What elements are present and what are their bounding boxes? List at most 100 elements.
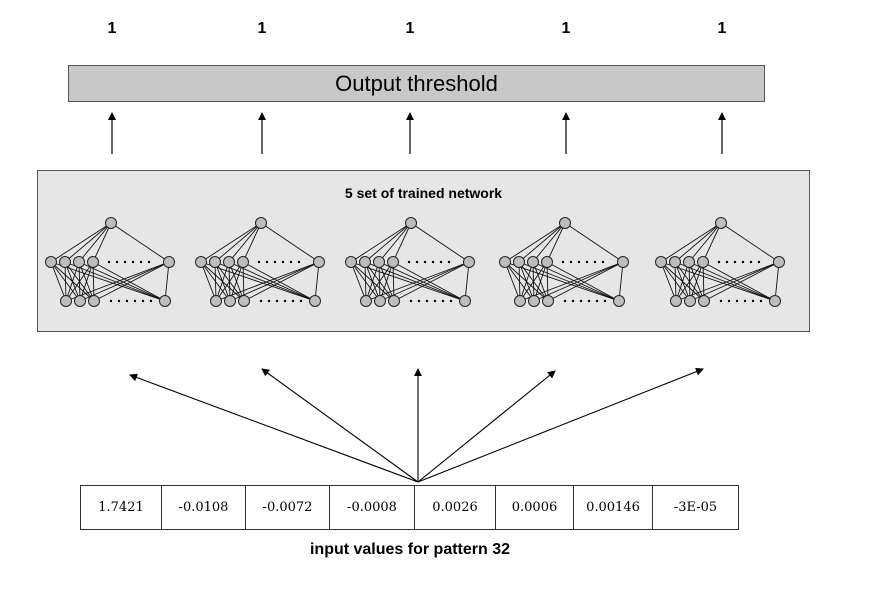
input-node xyxy=(74,295,86,307)
output-node xyxy=(715,217,727,229)
ellipsis-dot xyxy=(281,260,285,264)
connection-line xyxy=(774,261,780,302)
input-arrow xyxy=(129,373,419,483)
input-node xyxy=(210,295,222,307)
ellipsis-dot xyxy=(125,299,129,303)
input-caption: input values for pattern 32 xyxy=(309,541,511,558)
connection-line xyxy=(364,261,367,302)
ellipsis-dot xyxy=(131,260,135,264)
connection-line xyxy=(242,222,262,263)
ellipsis-dot xyxy=(743,299,747,303)
input-value-cell: -0.0008 xyxy=(329,485,415,530)
connection-line xyxy=(660,261,677,302)
connection-line xyxy=(214,222,262,263)
connection-line xyxy=(532,222,566,263)
output-label: 1 xyxy=(561,20,571,37)
input-node xyxy=(698,295,710,307)
ellipsis-dot xyxy=(579,299,583,303)
input-value-cell: -0.0072 xyxy=(245,485,330,530)
output-label: 1 xyxy=(107,20,117,37)
ellipsis-dot xyxy=(757,260,761,264)
ellipsis-dot xyxy=(257,260,261,264)
input-node xyxy=(670,295,682,307)
ellipsis-dot xyxy=(719,299,723,303)
ellipsis-dot xyxy=(299,299,303,303)
ellipsis-dot xyxy=(139,260,143,264)
connection-line xyxy=(674,261,677,302)
connection-line xyxy=(79,261,170,302)
output-node xyxy=(105,217,117,229)
input-value-cell: -3E-05 xyxy=(652,485,739,530)
connection-line xyxy=(314,261,320,302)
connection-line xyxy=(243,261,320,302)
ellipsis-dot xyxy=(585,260,589,264)
connection-line xyxy=(660,222,722,263)
connection-line xyxy=(564,222,624,263)
ellipsis-dot xyxy=(749,260,753,264)
output-threshold-box: Output threshold xyxy=(68,65,765,102)
ellipsis-dot xyxy=(601,260,605,264)
ellipsis-dot xyxy=(123,260,127,264)
connection-line xyxy=(65,261,80,302)
input-node xyxy=(224,295,236,307)
hidden-node xyxy=(541,256,553,268)
connection-line xyxy=(518,222,566,263)
connection-line xyxy=(392,222,412,263)
connection-line xyxy=(50,261,67,302)
input-value-cell: 0.0006 xyxy=(495,485,574,530)
input-fan-arrows xyxy=(129,367,704,483)
ellipsis-dot xyxy=(291,299,295,303)
ellipsis-dot xyxy=(587,299,591,303)
hidden-node xyxy=(45,256,57,268)
hidden-node xyxy=(345,256,357,268)
ellipsis-dot xyxy=(751,299,755,303)
connection-line xyxy=(378,222,412,263)
connection-line xyxy=(519,261,534,302)
input-values-table: 1.7421 -0.0108 -0.0072 -0.0008 0.0026 0.… xyxy=(80,485,739,530)
hidden-node xyxy=(697,256,709,268)
connection-line xyxy=(64,261,67,302)
ellipsis-dot xyxy=(107,260,111,264)
input-node xyxy=(542,295,554,307)
connection-line xyxy=(164,261,170,302)
input-node xyxy=(360,295,372,307)
connection-line xyxy=(215,261,320,302)
connection-line xyxy=(379,261,470,302)
hidden-node xyxy=(163,256,175,268)
connection-line xyxy=(65,261,94,302)
ellipsis-dot xyxy=(415,260,419,264)
ellipsis-dot xyxy=(577,260,581,264)
ellipsis-dot xyxy=(423,260,427,264)
hidden-node xyxy=(59,256,71,268)
connection-line xyxy=(200,261,217,302)
connection-line xyxy=(93,261,170,302)
connection-line xyxy=(92,222,112,263)
hidden-node xyxy=(463,256,475,268)
hidden-node xyxy=(617,256,629,268)
ellipsis-dot xyxy=(283,299,287,303)
ellipsis-dot xyxy=(447,260,451,264)
hidden-node xyxy=(499,256,511,268)
ellipsis-dot xyxy=(433,299,437,303)
connection-line xyxy=(464,261,470,302)
connection-line xyxy=(547,261,624,302)
connection-line xyxy=(689,261,780,302)
connection-line xyxy=(228,222,262,263)
input-value-cell: 1.7421 xyxy=(80,485,162,530)
connection-line xyxy=(546,222,566,263)
ellipsis-dot xyxy=(439,260,443,264)
input-node xyxy=(309,295,321,307)
connection-line xyxy=(675,261,780,302)
connection-line xyxy=(393,261,470,302)
output-label: 1 xyxy=(717,20,727,37)
connection-line xyxy=(675,261,690,302)
input-node xyxy=(613,295,625,307)
connection-line xyxy=(65,261,170,302)
hidden-node xyxy=(195,256,207,268)
ellipsis-dot xyxy=(727,299,731,303)
ellipsis-dot xyxy=(149,299,153,303)
ellipsis-dot xyxy=(431,260,435,264)
ellipsis-dot xyxy=(603,299,607,303)
connection-line xyxy=(720,222,780,263)
